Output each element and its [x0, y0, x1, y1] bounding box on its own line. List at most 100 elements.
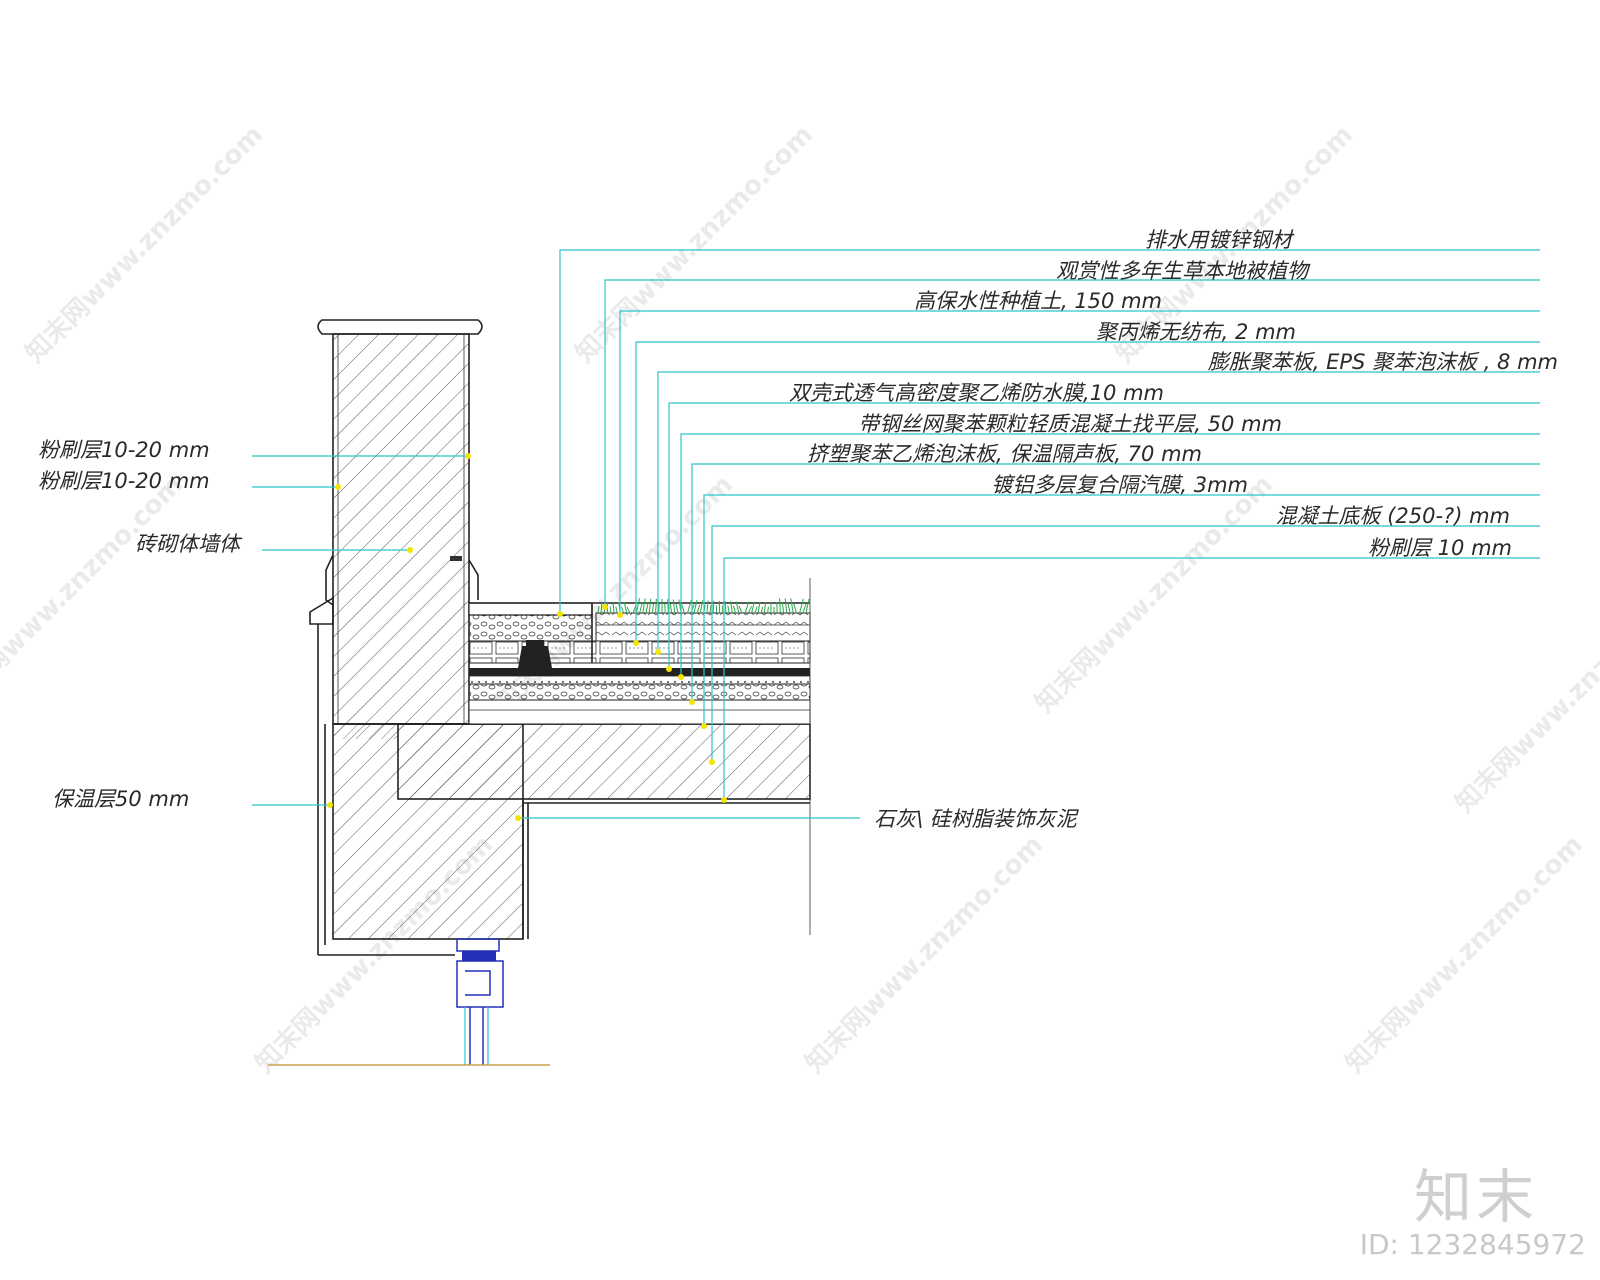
grass-blade — [648, 598, 652, 614]
watermark-text-5: 知末网www.znzmo.com — [1030, 470, 1279, 719]
grass-blade — [706, 600, 709, 614]
leader-line-right-6 — [680, 433, 1540, 677]
window-frame — [268, 938, 550, 1066]
grass-blade — [757, 601, 761, 614]
label-plaster-left-2: 粉刷层10-20 mm — [38, 469, 210, 493]
leader-point-right-8 — [701, 723, 707, 729]
leader-point-left-1 — [335, 484, 341, 490]
leader-point-right-4 — [655, 649, 661, 655]
image-id: ID: 1232845972 — [1359, 1228, 1586, 1261]
label-plaster-10: 粉刷层 10 mm — [1368, 536, 1512, 560]
leader-line-right-8 — [703, 494, 1540, 726]
leader-point-right-5 — [666, 666, 672, 672]
label-leveling-layer: 带钢丝网聚苯颗粒轻质混凝土找平层, 50 mm — [858, 412, 1282, 436]
roof-layers — [468, 602, 811, 725]
leader-point-right-9 — [709, 759, 715, 765]
grass-blade — [730, 601, 733, 614]
leader-line-right-1 — [604, 279, 1540, 607]
grass-blade — [609, 606, 612, 614]
watermark-text-6: 知末网www.znzmo.com — [1450, 570, 1600, 819]
right-labels: 排水用镀锌钢材 观赏性多年生草本地被植物 高保水性种植土, 150 mm 聚丙烯… — [789, 228, 1558, 560]
grass-blade — [779, 598, 781, 614]
leader-point-right-1 — [602, 604, 608, 610]
grass-blade — [712, 600, 715, 614]
leader-point-right-7 — [689, 699, 695, 705]
grass-blade — [597, 605, 600, 614]
leader-point-right-10 — [721, 797, 727, 803]
leader-line-right-3 — [635, 341, 1540, 643]
watermark-text-3: 知末网www.znzmo.com — [0, 470, 189, 719]
label-pp-nonwoven: 聚丙烯无纺布, 2 mm — [1096, 320, 1296, 344]
label-planting-soil: 高保水性种植土, 150 mm — [914, 289, 1162, 313]
label-xps-board: 挤塑聚苯乙烯泡沫板, 保温隔声板, 70 mm — [807, 442, 1202, 466]
leader-line-right-10 — [723, 557, 1540, 800]
leader-point-right-2 — [617, 612, 623, 618]
grass-blade — [669, 603, 673, 614]
leader-point-right-6 — [678, 674, 684, 680]
grass-blade — [744, 601, 750, 614]
label-eps-board: 膨胀聚苯板, EPS 聚苯泡沫板 , 8 mm — [1208, 350, 1558, 374]
label-hdpe-membrane: 双壳式透气高密度聚乙烯防水膜,10 mm — [789, 381, 1164, 405]
watermark-text-0: 知末网www.znzmo.com — [20, 120, 269, 369]
watermark-text-9: 知末网www.znzmo.com — [1340, 830, 1589, 1079]
grass-blade — [721, 605, 724, 614]
grass-blade — [687, 599, 692, 614]
lower-wall-and-slab — [318, 723, 811, 956]
leader-point-left-2 — [407, 547, 413, 553]
grass-blade — [635, 598, 641, 614]
grass-blade — [738, 605, 743, 614]
grass-plants — [597, 598, 810, 614]
grass-blade — [802, 603, 807, 614]
grass-blade — [727, 605, 730, 614]
grass-blade — [675, 603, 679, 614]
label-concrete-slab: 混凝土底板 (250-?) mm — [1276, 504, 1510, 528]
grass-blade — [799, 598, 804, 614]
grass-blade — [699, 600, 704, 614]
grass-blade — [793, 603, 797, 614]
grass-blade — [651, 603, 655, 614]
label-galvanized-steel-drain: 排水用镀锌钢材 — [1145, 228, 1295, 252]
grass-blade — [784, 598, 788, 614]
grass-blade — [754, 606, 758, 614]
grass-blade — [805, 598, 810, 614]
leader-line-right-5 — [668, 402, 1540, 669]
annotation-leaders — [252, 249, 1540, 821]
grass-blade — [623, 602, 628, 614]
label-vapor-barrier: 镀铝多层复合隔汽膜, 3mm — [991, 473, 1248, 497]
leader-line-right-0 — [559, 249, 1540, 614]
grass-blade — [655, 598, 657, 614]
left-labels: 粉刷层10-20 mm 粉刷层10-20 mm 砖砌体墙体 保温层50 mm — [38, 438, 243, 811]
label-brick-wall: 砖砌体墙体 — [135, 532, 243, 556]
grass-blade — [681, 604, 685, 614]
label-perennial-ground-cover: 观赏性多年生草本地被植物 — [1056, 259, 1311, 283]
grass-blade — [626, 606, 631, 614]
grass-blade — [760, 606, 764, 614]
grass-blade — [747, 605, 753, 614]
label-lime-silicone-render: 石灰\ 硅树脂装饰灰泥 — [874, 807, 1080, 831]
grass-blade — [790, 598, 794, 614]
watermark-text-8: 知末网www.znzmo.com — [800, 830, 1049, 1079]
grass-blade — [732, 605, 737, 614]
leader-line-right-9 — [711, 525, 1540, 762]
grass-blade — [645, 602, 649, 614]
grass-blade — [612, 601, 615, 614]
grass-blade — [672, 599, 676, 614]
grass-blade — [642, 598, 646, 614]
leader-point-right-3 — [633, 640, 639, 646]
leader-point-left-3 — [327, 802, 333, 808]
leader-point-bottom — [515, 815, 521, 821]
label-insulation-50: 保温层50 mm — [52, 787, 189, 811]
label-plaster-left-1: 粉刷层10-20 mm — [38, 438, 210, 462]
grass-blade — [709, 604, 712, 614]
parapet-wall — [309, 319, 483, 955]
grass-blade — [615, 606, 618, 614]
grass-blade — [620, 606, 625, 614]
leader-line-right-4 — [657, 371, 1540, 652]
grass-blade — [724, 600, 727, 614]
grass-blade — [767, 606, 769, 614]
grass-blade — [735, 601, 740, 614]
grass-blade — [693, 599, 698, 614]
leader-point-right-0 — [557, 611, 563, 617]
